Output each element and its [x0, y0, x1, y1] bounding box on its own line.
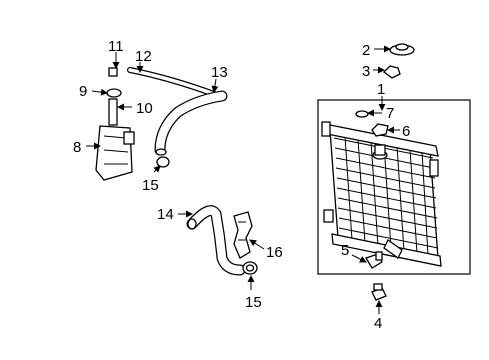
radiator-assembly-group [317, 99, 471, 275]
callout-11: 11 [108, 38, 124, 55]
leader-lines [86, 45, 400, 314]
reservoir-tube [108, 98, 118, 126]
lower-radiator-hose [186, 205, 246, 276]
callout-14: 14 [157, 206, 174, 223]
tube-clip [108, 67, 118, 77]
cap-seal [383, 65, 401, 79]
washer [355, 110, 369, 118]
callout-16: 16 [266, 244, 283, 261]
mount-cushion [371, 283, 387, 301]
reservoir-cap [106, 88, 122, 98]
callout-1: 1 [377, 81, 385, 98]
callout-2: 2 [362, 42, 370, 59]
callout-8: 8 [73, 139, 81, 156]
callout-3: 3 [362, 63, 370, 80]
callout-12: 12 [135, 48, 152, 65]
hose-clamp-lower [242, 261, 258, 275]
hose-clamp-upper [156, 156, 170, 168]
callout-15-upper: 15 [142, 177, 159, 194]
callout-labels: 11 12 13 9 10 8 15 2 3 1 7 6 5 4 14 16 1… [73, 38, 410, 332]
radiator-core [321, 121, 442, 267]
callout-7: 7 [386, 105, 394, 122]
callout-4: 4 [374, 315, 382, 332]
coolant-reservoir [95, 125, 135, 181]
upper-radiator-hose [154, 90, 228, 156]
callout-13: 13 [211, 64, 228, 81]
callout-15-lower: 15 [245, 294, 262, 311]
callout-5: 5 [341, 242, 349, 259]
thermostat-housing [233, 211, 253, 259]
callout-10: 10 [136, 100, 153, 117]
callout-6: 6 [402, 123, 410, 140]
overflow-tube [127, 67, 217, 97]
drain-cock [365, 251, 383, 269]
callout-9: 9 [79, 83, 87, 100]
radiator-cap [389, 43, 415, 56]
